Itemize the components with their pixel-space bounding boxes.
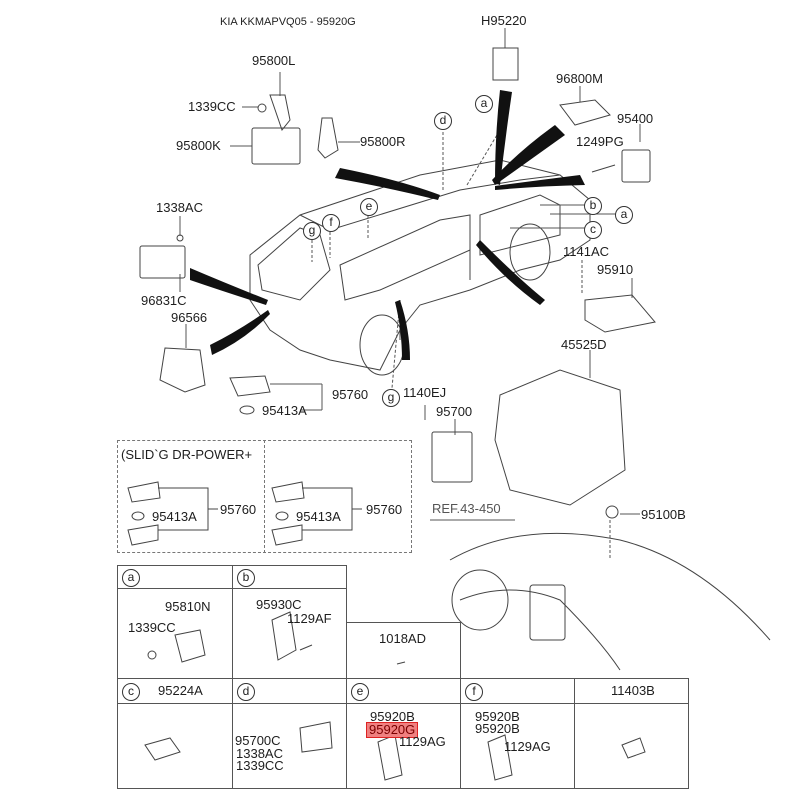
callout-f[interactable]: f	[322, 214, 340, 232]
part-label-95800K[interactable]: 95800K	[176, 138, 221, 153]
table-part-1339CC-d[interactable]: 1339CC	[236, 758, 284, 773]
part-label-95800L[interactable]: 95800L	[252, 53, 296, 68]
part-label-95910[interactable]: 95910	[597, 262, 634, 277]
table-part-1129AG-f[interactable]: 1129AG	[504, 739, 551, 754]
table-part-1129AF[interactable]: 1129AF	[287, 611, 332, 626]
module-95400	[621, 149, 651, 183]
part-label-95760[interactable]: 95760	[332, 387, 369, 402]
table-cell-11403B	[574, 703, 689, 789]
table-part-95810N[interactable]: 95810N	[165, 599, 211, 614]
slide-door-title: (SLID`G DR-POWER+	[121, 447, 253, 462]
slide-left-key-label[interactable]: 95760	[220, 502, 257, 517]
part-label-96800M[interactable]: 96800M	[556, 71, 603, 86]
part-label-95700[interactable]: 95700	[436, 404, 473, 419]
slide-left-battery-label[interactable]: 95413A	[152, 509, 197, 524]
slide-right-battery-label[interactable]: 95413A	[296, 509, 341, 524]
sensor-96800M	[559, 99, 611, 126]
airbag-module-95910	[584, 294, 656, 333]
part-label-95100B[interactable]: 95100B	[641, 507, 686, 522]
part-label-1249PG[interactable]: 1249PG	[576, 134, 624, 149]
table-part-1338AC[interactable]: 1338AC	[236, 746, 283, 761]
table-part-95920B-f2[interactable]: 95920B	[475, 721, 520, 736]
table-letter-a: a	[122, 569, 140, 587]
slide-door-divider	[264, 440, 265, 553]
callout-a[interactable]: a	[475, 95, 493, 113]
part-label-1141AC[interactable]: 1141AC	[563, 244, 610, 259]
callout-a-side[interactable]: a	[615, 206, 633, 224]
part-label-96566[interactable]: 96566	[171, 310, 208, 325]
part-label-96831C[interactable]: 96831C	[141, 293, 187, 308]
part-label-45525D[interactable]: 45525D	[561, 337, 607, 352]
table-part-95224A[interactable]: 95224A	[158, 683, 203, 698]
part-label-1339CC[interactable]: 1339CC	[188, 99, 236, 114]
bracket-95800L	[269, 94, 291, 132]
callout-g[interactable]: g	[303, 222, 321, 240]
table-letter-c: c	[122, 683, 140, 701]
part-label-1140EJ[interactable]: 1140EJ	[403, 385, 447, 400]
module-95800K	[251, 127, 301, 165]
callout-g-lower[interactable]: g	[382, 389, 400, 407]
switch-96831C	[139, 245, 186, 279]
callout-d[interactable]: d	[434, 112, 452, 130]
table-part-95920B-e[interactable]: 95920B	[370, 709, 415, 724]
slide-right-key-label[interactable]: 95760	[366, 502, 403, 517]
sensor-95100B	[605, 505, 619, 519]
bracket-95800R	[317, 117, 339, 159]
relay-H95220	[492, 47, 519, 81]
module-95700	[431, 431, 473, 483]
reference-label[interactable]: REF.43-450	[432, 501, 501, 516]
table-part-1129AG-e[interactable]: 1129AG	[399, 734, 446, 749]
table-part-95700C[interactable]: 95700C	[235, 733, 281, 748]
table-cell-c	[117, 703, 233, 789]
callout-b[interactable]: b	[584, 197, 602, 215]
callout-c[interactable]: c	[584, 221, 602, 239]
actuator-96566	[159, 347, 206, 393]
transmission	[494, 369, 626, 506]
table-part-1018AD[interactable]: 1018AD	[379, 631, 426, 646]
diagram-title: KIA KKMAPVQ05 - 95920G	[220, 16, 356, 28]
part-label-95413A[interactable]: 95413A	[262, 403, 307, 418]
part-label-1338AC[interactable]: 1338AC	[156, 200, 203, 215]
table-part-95930C[interactable]: 95930C	[256, 597, 302, 612]
dashboard	[449, 532, 771, 671]
table-letter-e: e	[351, 683, 369, 701]
part-label-95400[interactable]: 95400	[617, 111, 654, 126]
table-part-1339CC-a[interactable]: 1339CC	[128, 620, 176, 635]
key-fob	[229, 375, 271, 397]
table-letter-b: b	[237, 569, 255, 587]
table-part-95920G-highlighted[interactable]: 95920G	[366, 722, 419, 738]
table-letter-f: f	[465, 683, 483, 701]
part-label-H95220[interactable]: H95220	[481, 13, 527, 28]
table-part-95920B-f1[interactable]: 95920B	[475, 709, 520, 724]
steering-wheel	[451, 569, 509, 631]
table-part-11403B[interactable]: 11403B	[611, 683, 655, 698]
component-sketches	[139, 47, 771, 671]
part-label-95800R[interactable]: 95800R	[360, 134, 406, 149]
table-letter-d: d	[237, 683, 255, 701]
callout-e[interactable]: e	[360, 198, 378, 216]
